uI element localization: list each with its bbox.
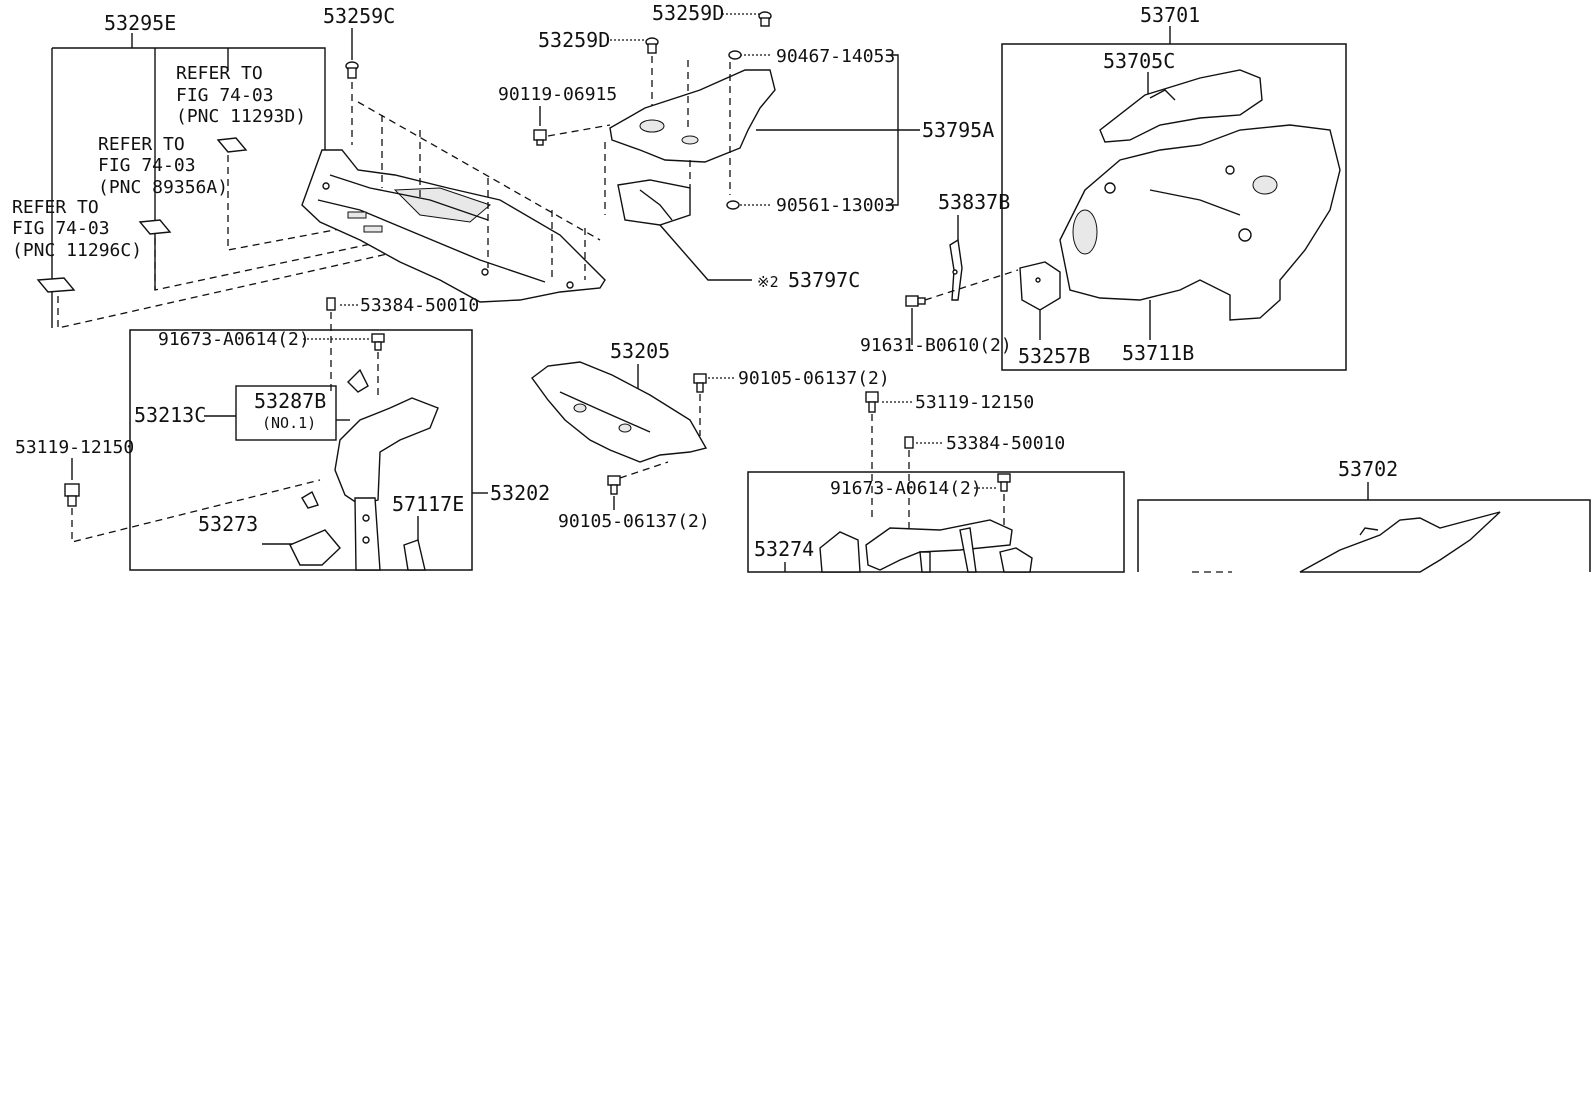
label-53702[interactable]: 53702 <box>1338 457 1398 481</box>
ref2-line3: (PNC 89356A) <box>98 177 228 198</box>
bracket-53287B-box <box>235 385 337 441</box>
label-90119-06915[interactable]: 90119-06915 <box>498 84 617 105</box>
label-53384-50010-b[interactable]: 53384-50010 <box>946 433 1065 454</box>
wheel-apron-53711B <box>1059 124 1341 321</box>
label-91673-A0614-a[interactable]: 91673-A0614(2) <box>158 329 310 350</box>
bracket-57117E <box>403 539 426 571</box>
label-53213C[interactable]: 53213C <box>134 403 206 427</box>
box-53274 <box>747 471 1125 573</box>
ref1-line2: FIG 74-03 <box>176 85 274 106</box>
nut-90561 <box>726 200 740 210</box>
label-53259D-top[interactable]: 53259D <box>652 1 724 25</box>
nut-90467 <box>728 50 742 60</box>
group-53701: 53701 53705C 53837B 916 <box>860 3 1347 371</box>
label-53205[interactable]: 53205 <box>610 339 670 363</box>
radiator-support-cover <box>301 149 606 303</box>
plug-53384-a <box>326 297 336 311</box>
ref3-line3: (PNC 11296C) <box>12 240 142 261</box>
clip-53259C <box>345 61 359 79</box>
apron-upper-53705C <box>1099 69 1263 143</box>
clip-53259D <box>645 37 659 54</box>
label-53202[interactable]: 53202 <box>490 481 550 505</box>
support-53274 <box>819 519 1033 573</box>
bolt-90119 <box>533 129 547 146</box>
cover-53795A <box>609 69 776 226</box>
bolt-53119-b <box>865 391 879 413</box>
group-53702: 53702 <box>1137 457 1591 573</box>
label-53119-12150-a[interactable]: 53119-12150 <box>15 437 134 458</box>
bolt-90105-a <box>693 373 707 393</box>
label-90105-06137-a[interactable]: 90105-06137(2) <box>738 368 890 389</box>
label-53701[interactable]: 53701 <box>1140 3 1200 27</box>
label-53257B[interactable]: 53257B <box>1018 344 1090 368</box>
support-53213C <box>334 368 439 571</box>
note-x2: ※2 <box>757 273 779 291</box>
label-57117E[interactable]: 57117E <box>392 492 464 516</box>
label-53259D[interactable]: 53259D <box>538 28 610 52</box>
ref2-line2: FIG 74-03 <box>98 155 196 176</box>
label-53705C[interactable]: 53705C <box>1103 49 1175 73</box>
label-53259C[interactable]: 53259C <box>323 4 395 28</box>
ref2-line1: REFER TO <box>98 134 185 155</box>
ref1-line3: (PNC 11293D) <box>176 106 306 127</box>
label-53797C[interactable]: 53797C <box>788 268 860 292</box>
label-53795A[interactable]: 53795A <box>922 118 994 142</box>
group-53205: 53205 90105-06137(2) 90105-06137(2) <box>531 339 890 532</box>
label-53274[interactable]: 53274 <box>754 537 814 561</box>
label-53273[interactable]: 53273 <box>198 512 258 536</box>
box-53202 <box>129 329 473 571</box>
ref1-line1: REFER TO <box>176 63 263 84</box>
label-53384-50010-a[interactable]: 53384-50010 <box>360 295 479 316</box>
group-53295E: 53295E REFER TO FIG 74-03 (PNC 11293D) R… <box>12 4 606 329</box>
ref2-plate <box>138 219 172 235</box>
bracket-53205 <box>531 361 708 463</box>
label-53711B[interactable]: 53711B <box>1122 341 1194 365</box>
label-90467-14053[interactable]: 90467-14053 <box>776 46 895 67</box>
label-53287B[interactable]: 53287B <box>254 389 326 413</box>
label-53837B[interactable]: 53837B <box>938 190 1010 214</box>
bolt-90105-b <box>607 475 621 495</box>
group-53274: 53119-12150 53384-50010 91673-A0614(2) 5… <box>747 391 1125 573</box>
bracket-53273 <box>289 529 341 566</box>
bracket-53837B <box>949 238 963 301</box>
label-53295E[interactable]: 53295E <box>104 11 176 35</box>
bolt-91631 <box>905 295 926 307</box>
plug-53384-b <box>904 436 914 449</box>
bolt-53119-a <box>64 483 80 507</box>
box-53702 <box>1137 499 1591 572</box>
label-91631-B0610[interactable]: 91631-B0610(2) <box>860 335 1012 356</box>
group-53795A: 53259D 53259D 90119-06915 90467-14053 53… <box>498 1 994 292</box>
ref3-plate <box>36 277 76 293</box>
label-53119-12150-b[interactable]: 53119-12150 <box>915 392 1034 413</box>
apron-upper-53702 <box>1299 511 1501 573</box>
label-53287B-sub: (NO.1) <box>262 414 316 432</box>
label-90561-13003[interactable]: 90561-13003 <box>776 195 895 216</box>
ref3-line2: FIG 74-03 <box>12 218 110 239</box>
box-53701 <box>1001 43 1347 371</box>
bolt-91673-a <box>371 333 385 351</box>
label-91673-A0614-b[interactable]: 91673-A0614(2) <box>830 478 982 499</box>
plate-53257B <box>1019 261 1061 311</box>
bolt-91673-b <box>997 473 1011 492</box>
ref3-line1: REFER TO <box>12 197 99 218</box>
clip-small <box>301 490 319 509</box>
clip-53259D-top <box>758 11 772 27</box>
group-53202: 53384-50010 91673-A0614(2) 53287B (NO.1)… <box>15 295 550 571</box>
label-90105-06137-b[interactable]: 90105-06137(2) <box>558 511 710 532</box>
ref1-plate <box>216 137 248 153</box>
